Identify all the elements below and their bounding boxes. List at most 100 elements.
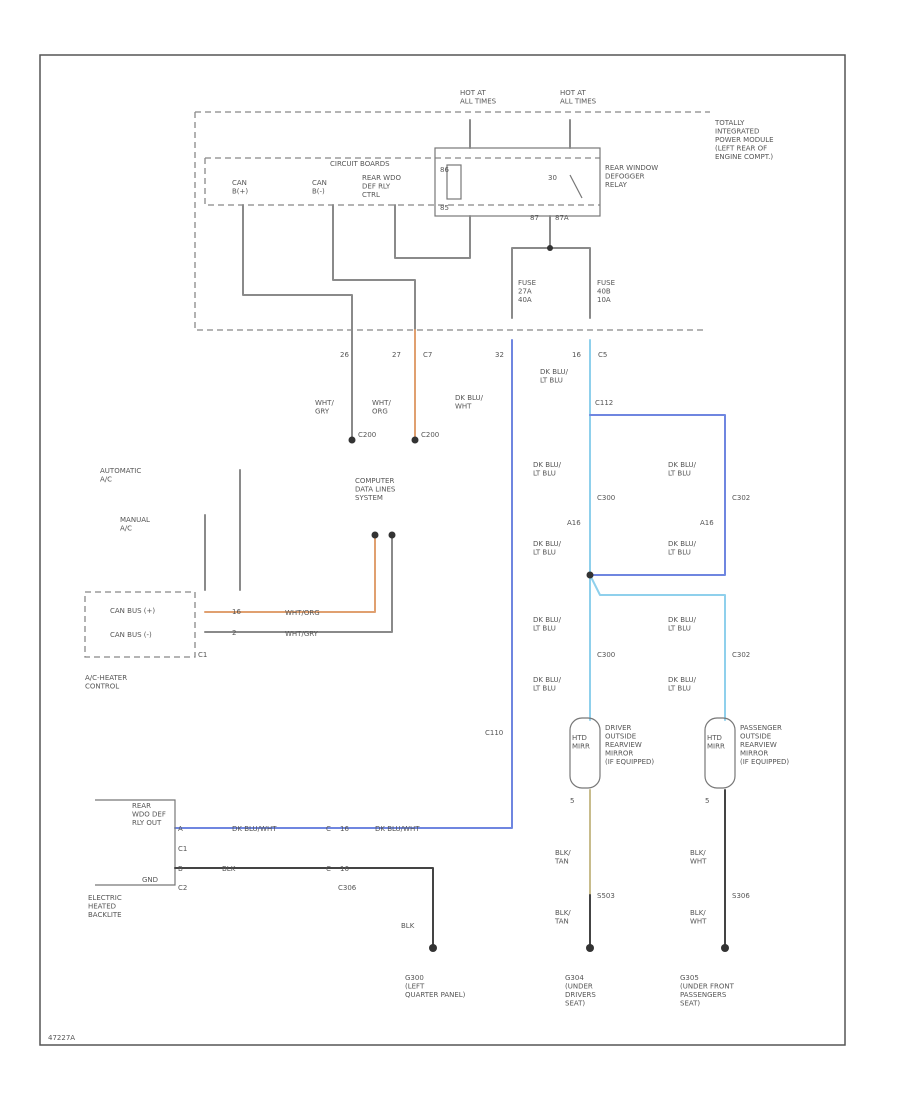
label-mirror-pin-5b: 5 [705, 797, 709, 805]
label-backlite-wire-1: DK BLU/WHT [232, 825, 277, 833]
relay-box [434, 147, 601, 217]
label-pin-b: 27 [392, 351, 401, 359]
label-ac-pin-2: 2 [232, 629, 236, 637]
label-r85: 85 [440, 204, 449, 212]
label-aw-b: A16 [700, 519, 714, 527]
ground-g305 [721, 944, 729, 952]
label-backlite-conn-1: C1 [178, 845, 187, 853]
label-backlite-conn-2: C2 [178, 884, 187, 892]
connector-dot [348, 436, 356, 444]
label-backlite-pin-b: B [178, 865, 183, 873]
label-c112: C112 [595, 399, 613, 407]
label-c110: C110 [485, 729, 503, 737]
label-c16a: 16 [340, 825, 349, 833]
label-c-letter-2: C [326, 865, 331, 873]
connector-dot [371, 531, 379, 539]
ac-heater-control-box [84, 591, 196, 658]
label-r87a: 87A [555, 214, 569, 222]
ground-g304 [586, 944, 594, 952]
label-r87: 87 [530, 214, 539, 222]
splice-dot [547, 245, 553, 251]
label-backlite-pin-a: A [178, 825, 183, 833]
label-dk-blu-lt-blu-6: DK BLU/LT BLU [533, 616, 562, 633]
label-c306: C306 [338, 884, 357, 892]
label-c300-a: C300 [597, 494, 615, 502]
label-backlite-gnd: GND [142, 876, 158, 884]
label-can-bus-m: CAN BUS (-) [110, 631, 152, 639]
label-aw-a: A16 [567, 519, 581, 527]
diagram-frame [39, 54, 846, 1046]
label-dk-blu-lt-blu-1: DK BLU/LT BLU [540, 368, 569, 385]
label-ac-wht-org: WHT/ORG [285, 609, 320, 617]
ground-g300 [429, 944, 437, 952]
label-s503: S503 [597, 892, 615, 900]
splice-dot [586, 571, 594, 579]
wire-backlite-ground [174, 867, 434, 946]
wire-relay-out-2 [549, 247, 591, 276]
label-dk-blu-lt-blu-4: DK BLU/LT BLU [533, 540, 562, 557]
label-backlite-blk: BLK [222, 865, 236, 873]
label-c302-a: C302 [732, 494, 750, 502]
label-pin-c: 32 [495, 351, 504, 359]
label-pin-b-conn: C7 [423, 351, 432, 359]
label-backlite-wire-2: DK BLU/WHT [375, 825, 420, 833]
driver-mirror-body [569, 717, 601, 789]
wire-lt-blu-loop [589, 414, 726, 576]
connector-dot [411, 436, 419, 444]
tipm-boundary [194, 111, 710, 331]
label-c2004-a: C200 [421, 431, 439, 439]
label-dk-blu-lt-blu-9: DK BLU/LT BLU [668, 676, 697, 693]
wire-relay-out-1 [511, 215, 551, 276]
label-wht-org: WHT/ORG [372, 399, 391, 416]
label-circuit-boards: CIRCUIT BOARDS [330, 160, 390, 168]
wire-can-b-minus [332, 204, 416, 331]
label-can-bus-p: CAN BUS (+) [110, 607, 155, 615]
wire-relay-ctrl [394, 204, 471, 259]
wire-ac-wht-org [204, 534, 376, 613]
label-blk-tan-1: BLK/TAN [554, 849, 571, 866]
label-blk-tan-2: BLK/TAN [554, 909, 571, 926]
label-s306: S306 [732, 892, 750, 900]
label-r30: 30 [548, 174, 557, 182]
label-blk-wht-1: BLK/WHT [690, 849, 707, 866]
label-r86: 86 [440, 166, 449, 174]
label-pin-d: 16 [572, 351, 581, 359]
label-pin-d-conn: C5 [598, 351, 607, 359]
label-pin-a: 26 [340, 351, 349, 359]
label-c302-b: C302 [732, 651, 750, 659]
backlite-box [95, 799, 176, 886]
label-c2000-a: C200 [358, 431, 376, 439]
label-dk-blu-lt-blu-7: DK BLU/LT BLU [668, 616, 697, 633]
connector-dot [388, 531, 396, 539]
label-mirror-pin-5a: 5 [570, 797, 574, 805]
label-wht-gry: WHT/GRY [315, 399, 334, 416]
wire-lt-blu-pass [589, 574, 726, 721]
label-ac-pin-16: 16 [232, 608, 241, 616]
label-ac-wht-gry: WHT/GRY [285, 630, 319, 638]
pass-mirror-body [704, 717, 736, 789]
relay-coil [446, 164, 462, 200]
label-footer: 47227A [48, 1034, 75, 1042]
wire-dk-blu-wht [174, 339, 513, 829]
label-dk-blu-wht: DK BLU/WHT [455, 394, 484, 411]
